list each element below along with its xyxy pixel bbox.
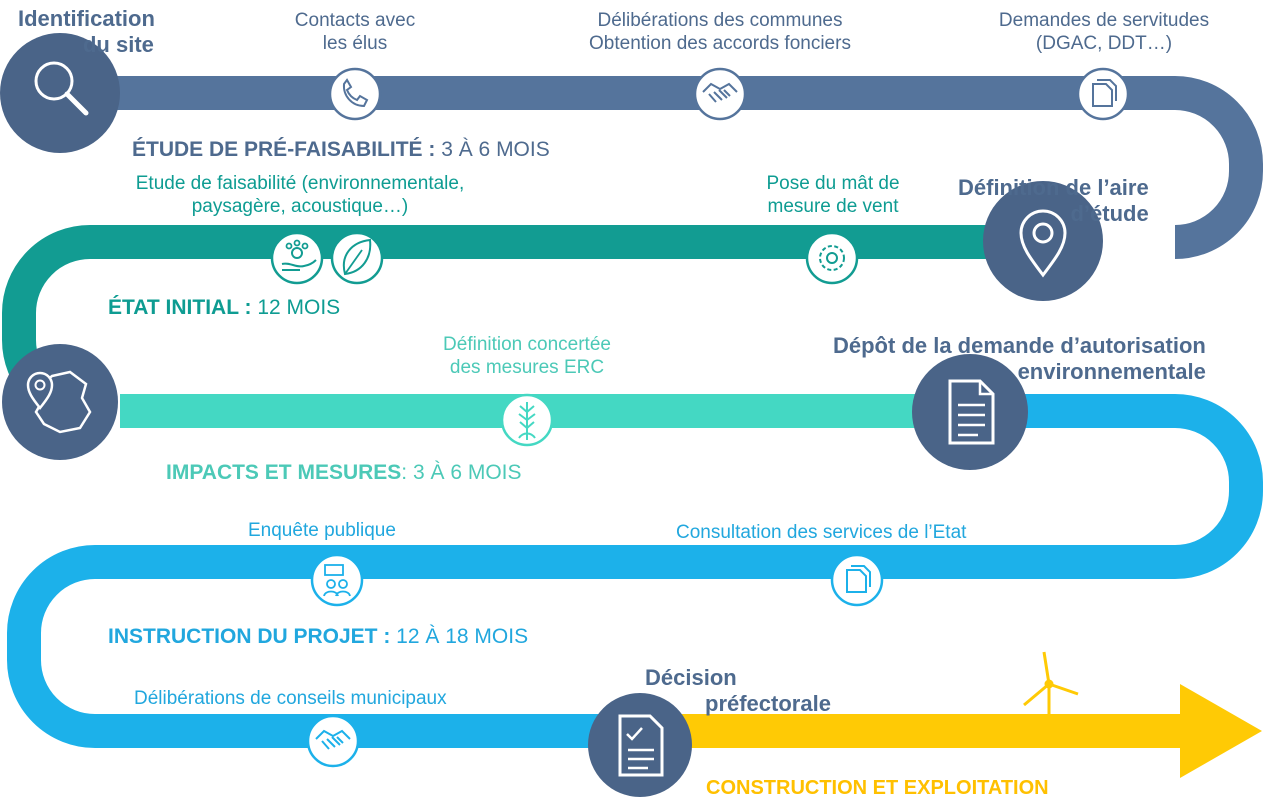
milestone-decision: Décision préfectorale: [645, 665, 831, 718]
milestone-depot-line2: environnementale: [1017, 359, 1206, 385]
milestone-aire-line2: d’étude: [1070, 201, 1149, 227]
phone-icon: [328, 67, 382, 121]
phase-etat-initial-duration: 12 MOIS: [251, 296, 341, 319]
checked-document-icon: [588, 693, 692, 797]
document-icon: [912, 354, 1028, 470]
paw-hand-icon: [270, 231, 324, 285]
band-instruction-top: [7, 394, 1263, 748]
documents-icon-consultation: [830, 553, 884, 607]
step-servitudes-line2: (DGAC, DDT…): [1035, 32, 1173, 54]
step-servitudes: Demandes de servitudes (DGAC, DDT…): [966, 10, 1242, 56]
construction-arrow: [670, 684, 1262, 778]
documents-icon: [1076, 67, 1130, 121]
people-chat-icon: [310, 553, 364, 607]
step-erc-line1: Définition concertée: [443, 334, 611, 355]
milestone-decision-line1: Décision: [645, 665, 737, 690]
step-deliberations-line2: Obtention des accords fonciers: [589, 32, 851, 54]
step-mat-line2: mesure de vent: [767, 195, 899, 217]
milestone-identification-line2: du site: [82, 32, 154, 58]
step-erc: Définition concertée des mesures ERC: [414, 334, 640, 380]
phase-etat-initial: ÉTAT INITIAL : 12 MOIS: [108, 295, 340, 320]
milestone-identification: Identification du site: [18, 6, 155, 59]
wind-turbine-icon: [1023, 651, 1079, 724]
phase-instruction: INSTRUCTION DU PROJET : 12 À 18 MOIS: [108, 624, 528, 649]
milestone-aire-line1: Définition de l’aire: [958, 175, 1149, 200]
phase-construction: CONSTRUCTION ET EXPLOITATION: [706, 777, 1049, 799]
step-contacts-line2: les élus: [322, 32, 388, 54]
milestone-aire-etude: Définition de l’aire d’étude: [958, 175, 1149, 228]
map-pin-icon: [2, 344, 118, 460]
milestone-depot-line1: Dépôt de la demande d’autorisation: [833, 333, 1206, 358]
step-contacts: Contacts avec les élus: [268, 10, 442, 56]
step-mat: Pose du mât de mesure de vent: [748, 173, 918, 219]
step-deliberations-line1: Délibérations des communes: [597, 10, 843, 31]
step-contacts-line1: Contacts avec: [294, 10, 416, 31]
step-deliberations-communes: Délibérations des communes Obtention des…: [545, 10, 895, 56]
step-erc-line2: des mesures ERC: [449, 356, 605, 378]
leaf-icon: [330, 231, 384, 285]
step-consultation: Consultation des services de l’Etat: [676, 522, 967, 543]
step-conseils: Délibérations de conseils municipaux: [134, 688, 447, 709]
step-servitudes-line1: Demandes de servitudes: [998, 10, 1210, 31]
phase-instruction-duration: 12 À 18 MOIS: [390, 625, 529, 648]
step-faisabilite-line1: Etude de faisabilité (environnementale,: [135, 173, 465, 194]
gear-icon: [805, 231, 859, 285]
phase-impacts: IMPACTS ET MESURES: 3 À 6 MOIS: [166, 460, 522, 485]
magnifier-icon: [0, 33, 120, 153]
handshake-icon-conseils: [306, 714, 360, 768]
phase-impacts-duration: : 3 À 6 MOIS: [401, 461, 522, 484]
location-pin-icon: [983, 181, 1103, 301]
step-faisabilite-line2: paysagère, acoustique…): [191, 195, 409, 217]
phase-etat-initial-name: ÉTAT INITIAL :: [108, 296, 252, 319]
handshake-icon: [693, 67, 747, 121]
plant-icon: [500, 393, 554, 447]
milestone-identification-line1: Identification: [18, 6, 155, 31]
phase-prefaisabilite-duration: 3 À 6 MOIS: [435, 138, 550, 161]
phase-prefaisabilite: ÉTUDE DE PRÉ-FAISABILITÉ : 3 À 6 MOIS: [132, 137, 550, 162]
milestone-decision-line2: préfectorale: [705, 691, 831, 717]
milestone-depot: Dépôt de la demande d’autorisation envir…: [833, 333, 1206, 386]
step-mat-line1: Pose du mât de: [766, 173, 900, 194]
step-enquete: Enquête publique: [248, 520, 396, 541]
step-faisabilite: Etude de faisabilité (environnementale, …: [125, 173, 475, 219]
phase-instruction-name: INSTRUCTION DU PROJET :: [108, 625, 391, 648]
phase-impacts-name: IMPACTS ET MESURES: [166, 461, 402, 484]
phase-prefaisabilite-name: ÉTUDE DE PRÉ-FAISABILITÉ :: [132, 138, 436, 161]
band-prefaisabilite: [70, 76, 1263, 259]
